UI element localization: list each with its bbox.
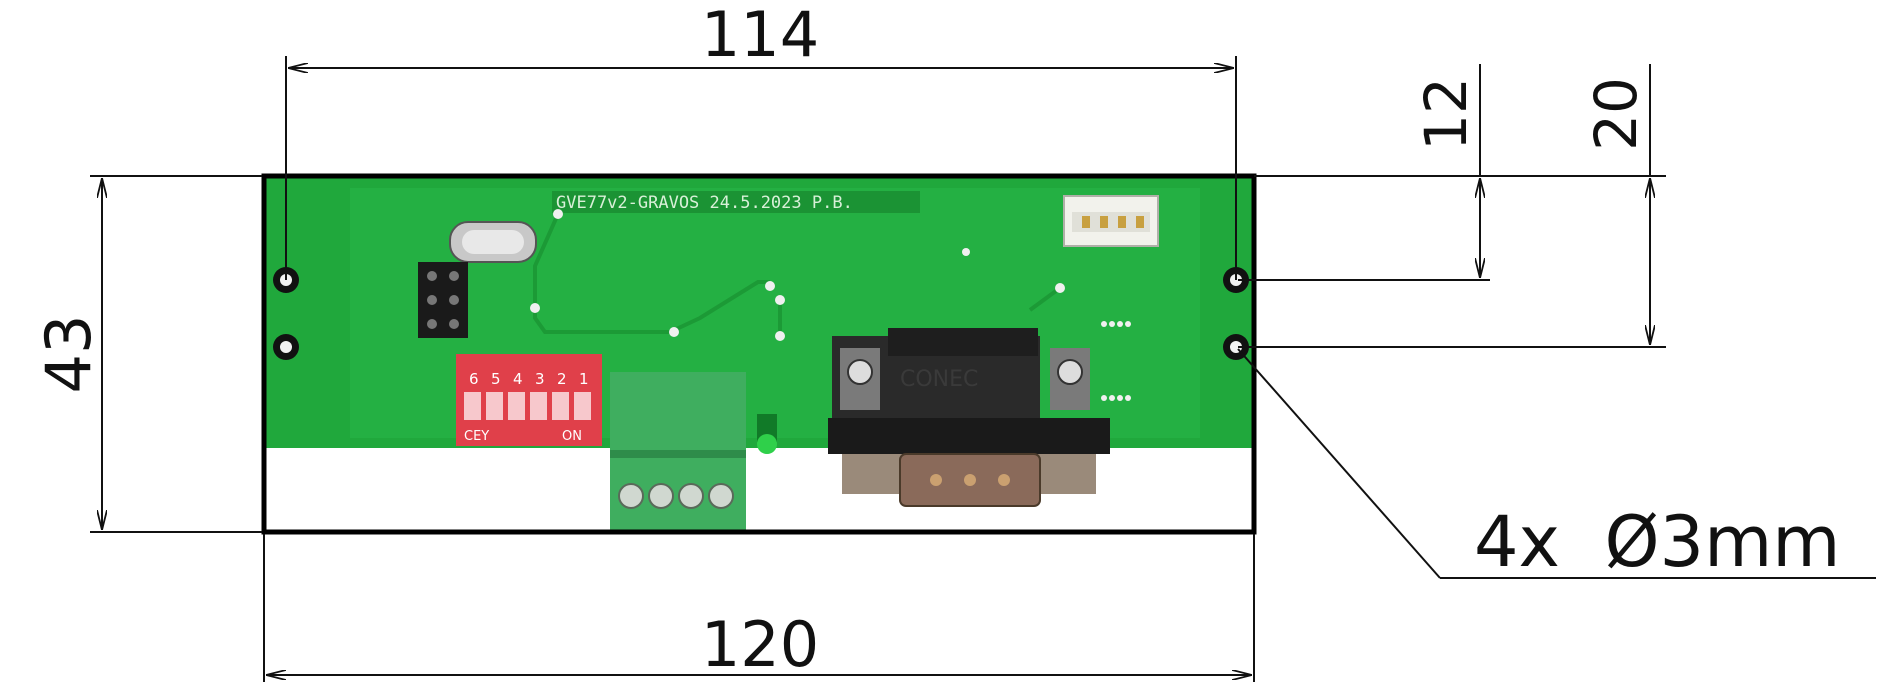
hole-callout-label: 4x Ø3mm [1474,501,1840,583]
dim-label-12: 12 [1412,77,1480,151]
dip-on-label: ON [562,429,582,444]
terminal-block [610,372,746,532]
led [757,414,777,454]
crystal-oscillator [449,221,537,263]
dsub-connector: CONEC [828,328,1110,507]
dip-number-6: 6 [469,370,479,388]
dip-number-2: 2 [557,370,567,388]
pin-header [418,262,468,338]
dip-brand-label: CEY [464,429,489,444]
dip-number-5: 5 [491,370,501,388]
board-outline [261,173,1257,535]
dim-label-114: 114 [701,0,819,71]
dimension-lines [90,56,1876,682]
dsub-label: CONEC [900,367,978,392]
silkscreen-label: GVE77v2-GRAVOS 24.5.2023 P.B. [556,193,853,213]
hole-leader-line [1237,348,1441,579]
mounting-holes [273,267,1249,360]
jst-connector [1063,195,1159,247]
dip-switch: 1 2 3 4 5 6 ON CEY [456,354,602,446]
dim-label-20: 20 [1582,77,1650,151]
dip-number-1: 1 [579,370,589,388]
dip-number-4: 4 [513,370,523,388]
pcb-photo: GVE77v2-GRAVOS 24.5.2023 P.B. [264,176,1254,532]
dim-label-43: 43 [32,315,105,394]
dip-number-3: 3 [535,370,545,388]
dim-label-120: 120 [701,608,819,681]
